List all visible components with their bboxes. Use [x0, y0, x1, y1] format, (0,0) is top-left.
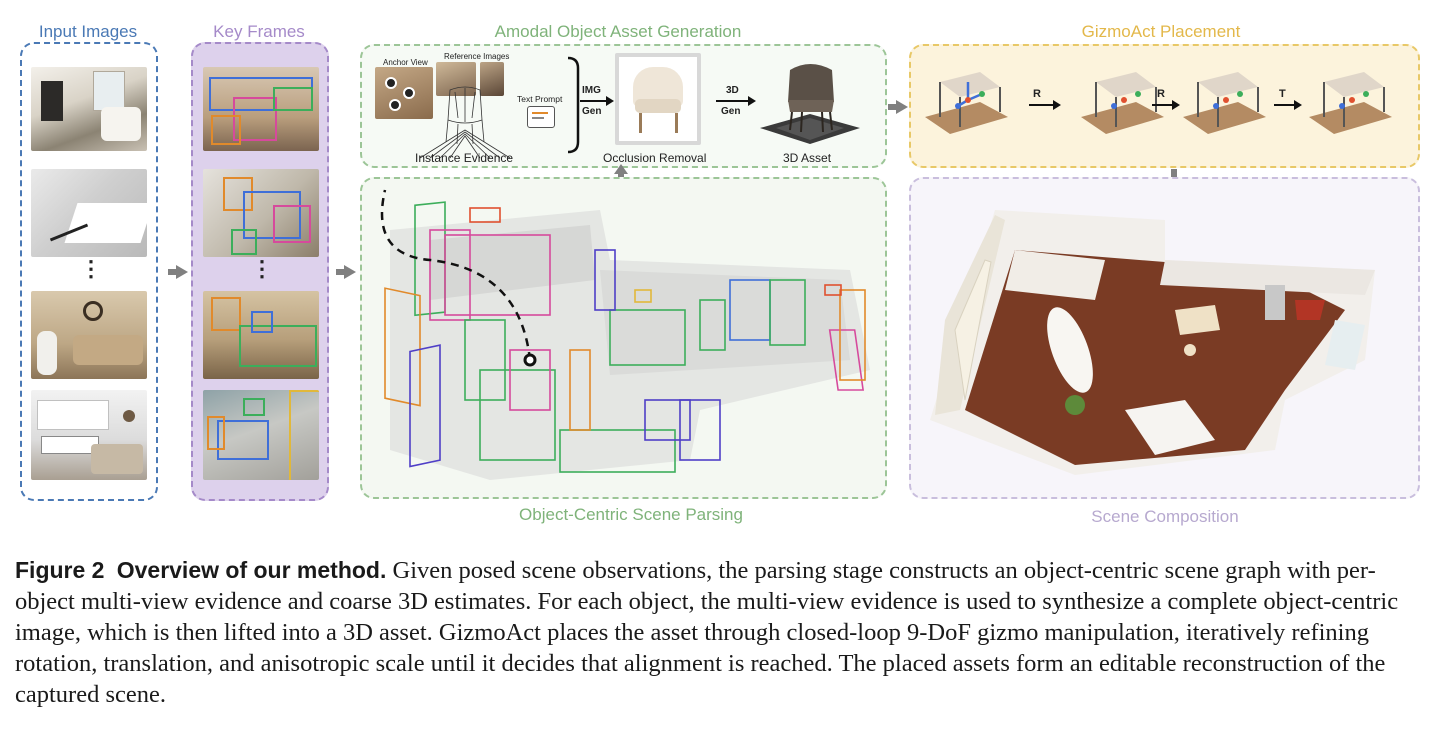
gizmo-arrowhead-2 — [1172, 100, 1180, 110]
caption-label: Figure 2 — [15, 557, 105, 583]
right-arrow-3 — [888, 100, 908, 114]
keyframe-1 — [203, 67, 319, 151]
gizmo-step-1 — [925, 72, 1008, 134]
gizmoact-panel — [909, 44, 1420, 168]
input-photo-1 — [31, 67, 147, 151]
asset-3d-render — [760, 64, 860, 144]
anchor-view-label: Anchor View — [383, 58, 428, 67]
gizmoact-title: GizmoAct Placement — [1081, 22, 1241, 41]
gizmo-step-label-3: T — [1279, 88, 1286, 100]
anchor-view-image — [375, 67, 433, 119]
gizmo-step-2 — [1081, 72, 1164, 134]
input-images-title: Input Images — [38, 22, 138, 41]
reference-image-2 — [480, 62, 504, 96]
gen3d-label-2: Gen — [721, 106, 741, 117]
asset-3d-label: 3D Asset — [783, 151, 832, 165]
text-prompt-icon — [527, 106, 555, 128]
gizmo-arrow-1 — [1029, 104, 1055, 106]
bracket — [567, 56, 580, 154]
input-photo-2 — [31, 169, 147, 257]
composition-title: Scene Composition — [1091, 507, 1239, 526]
gizmo-arrow-2 — [1152, 104, 1174, 106]
img-gen-label-2: Gen — [582, 106, 602, 117]
gen3d-arrowhead — [748, 96, 756, 106]
input-photo-4 — [31, 390, 147, 480]
keyframe-4 — [203, 390, 319, 480]
gizmo-arrowhead-3 — [1294, 100, 1302, 110]
asset-generation-title: Amodal Object Asset Generation — [494, 22, 742, 41]
point-cloud — [380, 189, 870, 480]
keyframes-ellipsis: ⋮ — [251, 256, 273, 281]
gizmo-step-4 — [1309, 72, 1392, 134]
text-prompt-label: Text Prompt — [517, 94, 563, 104]
scene-parsing-title: Object-Centric Scene Parsing — [519, 505, 743, 524]
occlusion-removal-label: Occlusion Removal — [603, 151, 707, 165]
gen3d-label-1: 3D — [726, 85, 739, 96]
gen3d-arrow — [716, 100, 750, 102]
keyframe-2 — [203, 169, 319, 257]
reference-images-label: Reference Images — [444, 52, 510, 61]
occlusion-removed-chair — [615, 53, 701, 145]
right-arrow-1 — [168, 265, 188, 279]
keyframe-3 — [203, 291, 319, 379]
right-arrow-2 — [336, 265, 356, 279]
img-gen-arrow — [580, 100, 608, 102]
reference-image-1 — [436, 62, 476, 96]
figure-caption: Figure 2 Overview of our method. Given p… — [15, 555, 1433, 710]
gizmo-step-label-2: R — [1157, 88, 1165, 100]
gizmo-arrow-3 — [1274, 104, 1296, 106]
key-frames-title: Key Frames — [213, 22, 305, 41]
caption-text: Given posed scene observations, the pars… — [15, 557, 1399, 708]
img-gen-label-1: IMG — [582, 85, 601, 96]
input-photo-3 — [31, 291, 147, 379]
caption-title: Overview of our method. — [116, 557, 387, 583]
instance-evidence-label: Instance Evidence — [415, 151, 514, 165]
gizmo-step-3 — [1183, 72, 1266, 134]
room-render — [930, 210, 1375, 475]
gizmo-step-label-1: R — [1033, 88, 1041, 100]
img-gen-arrowhead — [606, 96, 614, 106]
gizmo-arrowhead-1 — [1053, 100, 1061, 110]
instance-evidence-chair-wireframe — [419, 86, 511, 159]
up-arrow — [614, 164, 628, 182]
input-ellipsis: ⋮ — [80, 256, 102, 281]
